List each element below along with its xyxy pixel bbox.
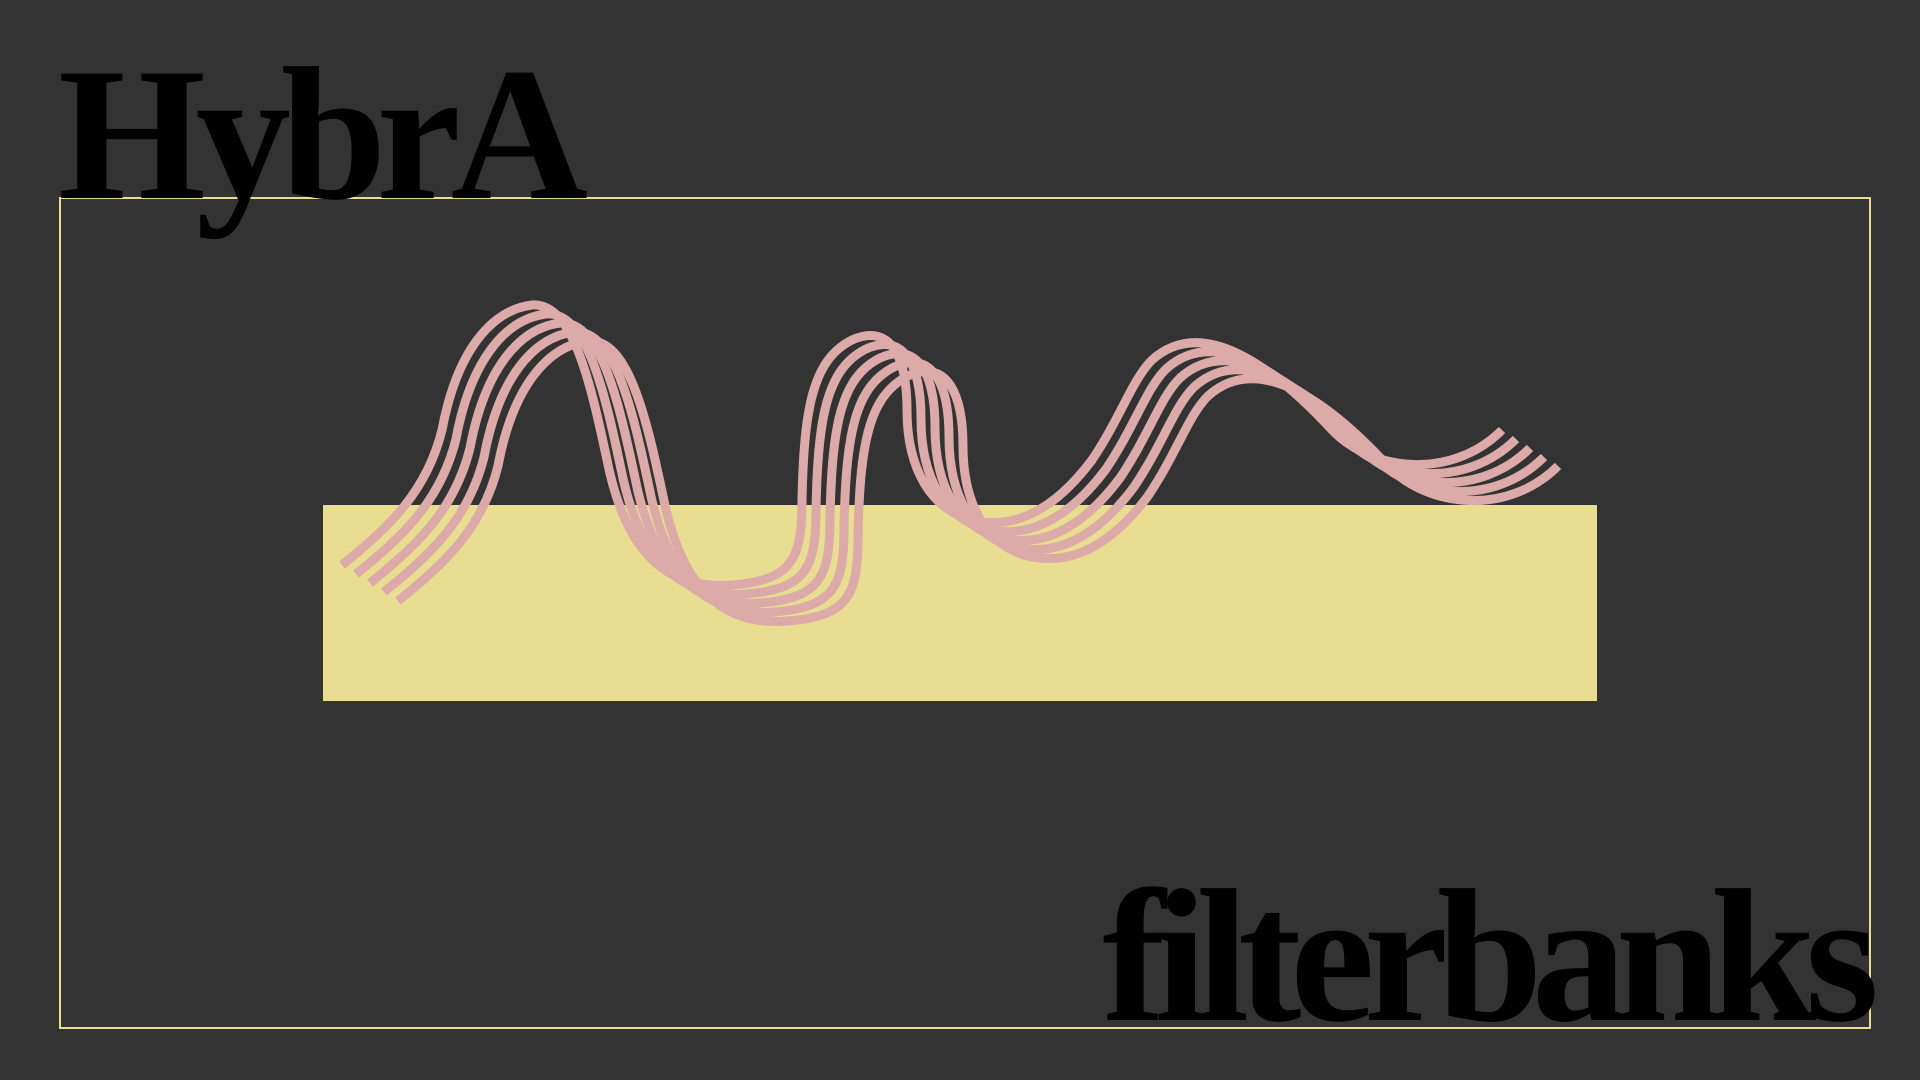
- wave-strand-2: [353, 309, 1520, 600]
- logo-title: HybrA: [58, 30, 588, 240]
- logo-subtitle: filterbanks: [1102, 852, 1879, 1062]
- yellow-band: [323, 505, 1597, 701]
- wave-strand-3: [367, 318, 1534, 609]
- wave-strand-5: [395, 336, 1562, 627]
- outline-frame: [59, 197, 1871, 1029]
- wave-strand-1: [339, 300, 1506, 591]
- wave-strand-4: [381, 327, 1548, 618]
